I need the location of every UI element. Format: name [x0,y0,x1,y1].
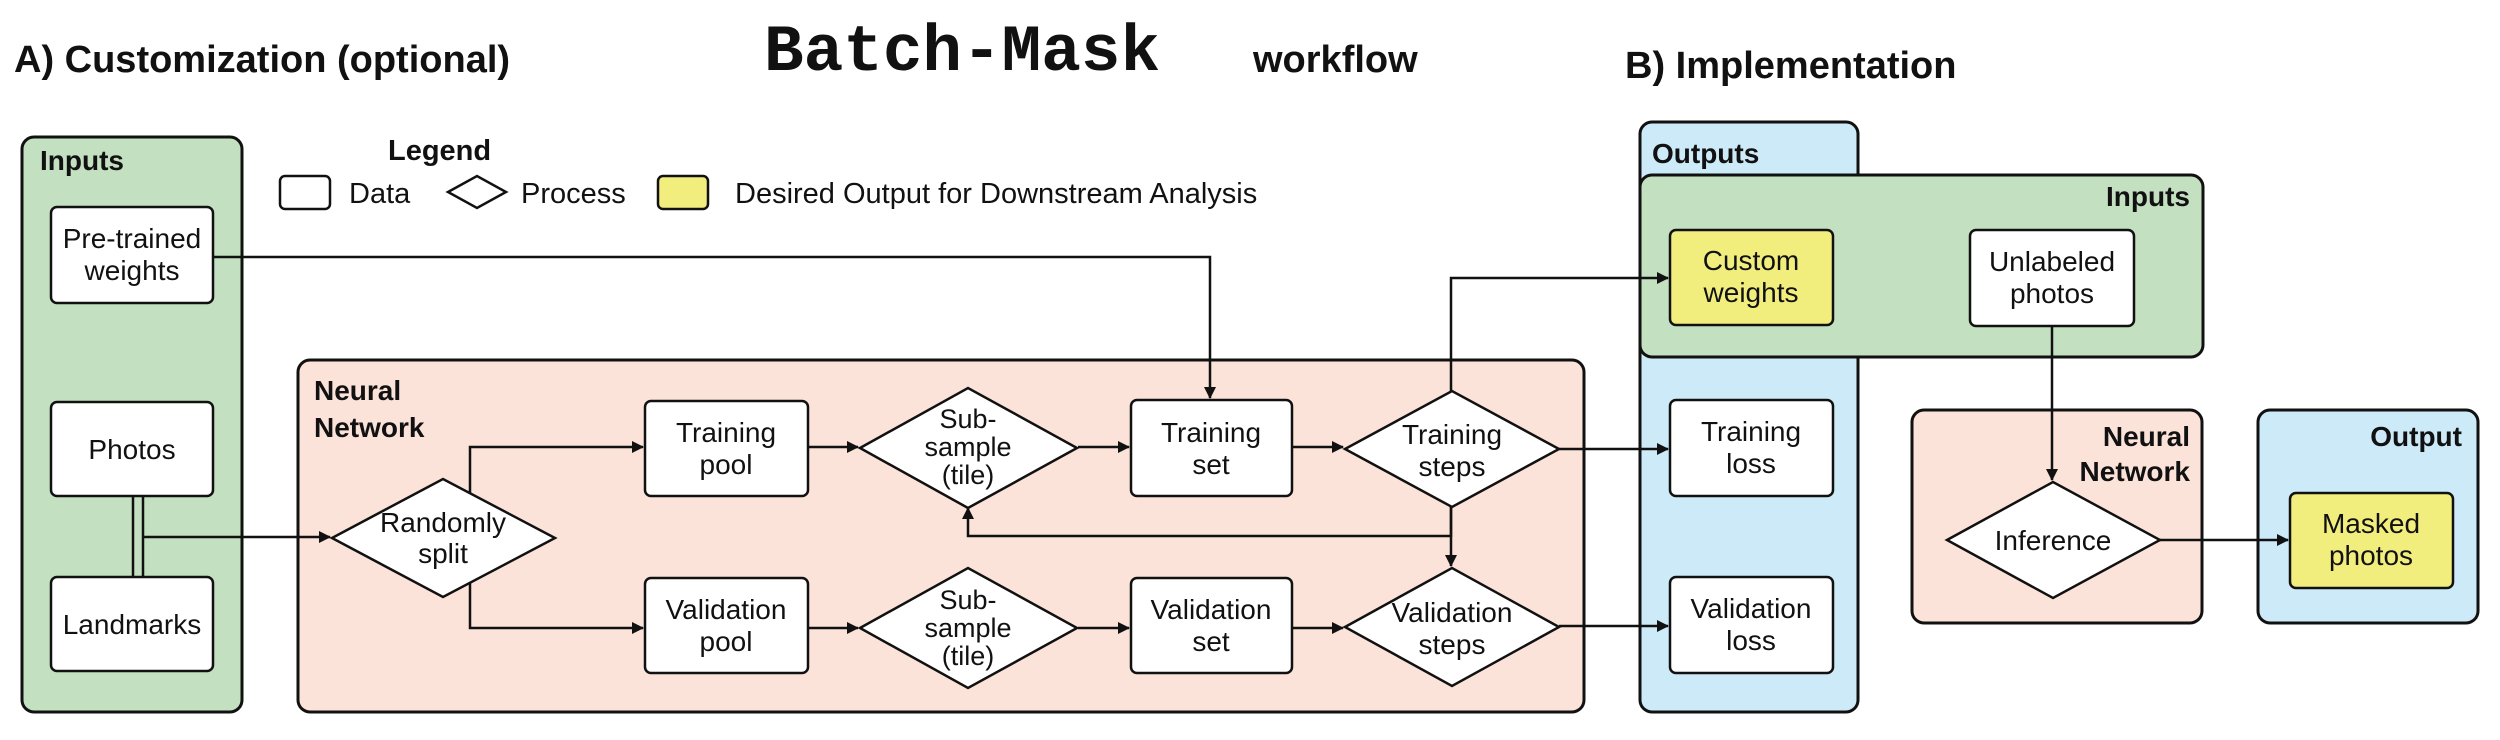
inference-label: Inference [1995,525,2112,556]
legend: Legend Data Process Desired Output for D… [278,135,1257,211]
legend-title: Legend [388,135,491,167]
validation-set-line2: set [1192,626,1230,657]
validation-loss-line2: loss [1726,625,1776,656]
connectors [131,255,2289,634]
neural-network-group-b-label-2: Network [2080,456,2191,487]
node-validation-loss: Validation loss [1668,575,1835,675]
subsample-validation-line3: (tile) [942,641,995,671]
pretrained-weights-line2: weights [84,255,180,286]
training-set-line1: Training [1161,417,1261,448]
validation-steps-line1: Validation [1392,597,1513,628]
unlabeled-photos-line1: Unlabeled [1989,246,2115,277]
node-photos: Photos [49,400,215,498]
subsample-training-line2: sample [924,432,1011,462]
masked-photos-line1: Masked [2322,508,2420,539]
inputs-group-b-label: Inputs [2106,181,2190,212]
subsample-training-line1: Sub- [939,404,996,434]
randomly-split-line1: Randomly [380,507,506,538]
process-training-steps: Training steps [1342,389,1562,509]
legend-data-swatch [278,174,332,211]
unlabeled-photos-line2: photos [2010,278,2094,309]
section-b-heading: B) Implementation [1625,45,1956,87]
arrow-split-to-training-pool [468,441,644,495]
custom-weights-line1: Custom [1703,245,1799,276]
process-randomly-split: Randomly split [329,477,558,599]
training-pool-line1: Training [676,417,776,448]
node-training-pool: Training pool [643,399,810,498]
section-a-heading: A) Customization (optional) [14,39,510,81]
subsample-training-line3: (tile) [942,460,995,490]
legend-process-label: Process [521,178,626,210]
subsample-validation-line1: Sub- [939,585,996,615]
validation-steps-line2: steps [1419,629,1486,660]
outputs-group-a-label: Outputs [1652,138,1759,169]
node-validation-set: Validation set [1129,576,1294,675]
arrow-split-to-validation-pool [468,581,644,634]
node-validation-pool: Validation pool [643,576,810,675]
legend-output-label: Desired Output for Downstream Analysis [735,178,1257,210]
pretrained-weights-line1: Pre-trained [63,223,202,254]
training-steps-line2: steps [1419,451,1486,482]
masked-photos-line2: photos [2329,540,2413,571]
process-inference: Inference [1944,480,2163,600]
validation-pool-line2: pool [700,626,753,657]
arrow-pretrained-to-training-set [212,255,1216,399]
title-workflow: workflow [1252,39,1418,81]
arrow-training-steps-to-custom-weights [1449,272,1669,392]
output-group-b-label: Output [2370,421,2462,452]
validation-loss-line1: Validation [1691,593,1812,624]
node-custom-weights: Custom weights [1668,228,1835,327]
training-pool-line2: pool [700,449,753,480]
process-validation-steps: Validation steps [1342,566,1562,688]
landmarks-label: Landmarks [63,609,202,640]
randomly-split-line2: split [418,538,468,569]
node-masked-photos: Masked photos [2288,491,2455,590]
node-unlabeled-photos: Unlabeled photos [1968,228,2136,328]
custom-weights-line2: weights [1703,277,1799,308]
legend-data-label: Data [349,178,411,210]
legend-output-swatch [656,174,710,211]
photos-label: Photos [88,434,175,465]
process-subsample-validation: Sub- sample (tile) [857,566,1080,690]
inputs-group-a-label: Inputs [40,145,124,176]
training-loss-line1: Training [1701,416,1801,447]
validation-pool-line1: Validation [666,594,787,625]
legend-process-swatch [445,174,509,210]
title-batch-mask: Batch-Mask [764,15,1160,90]
process-subsample-training: Sub- sample (tile) [857,386,1080,510]
training-steps-line1: Training [1402,419,1502,450]
node-pretrained-weights: Pre-trained weights [49,205,215,305]
node-landmarks: Landmarks [49,575,215,673]
node-training-loss: Training loss [1668,398,1835,498]
training-loss-line2: loss [1726,448,1776,479]
node-training-set: Training set [1129,398,1294,498]
training-set-line2: set [1192,449,1230,480]
neural-network-group-a-label-2: Network [314,412,425,443]
subsample-validation-line2: sample [924,613,1011,643]
neural-network-group-b-label-1: Neural [2103,421,2190,452]
validation-set-line1: Validation [1151,594,1272,625]
neural-network-group-a-label-1: Neural [314,375,401,406]
